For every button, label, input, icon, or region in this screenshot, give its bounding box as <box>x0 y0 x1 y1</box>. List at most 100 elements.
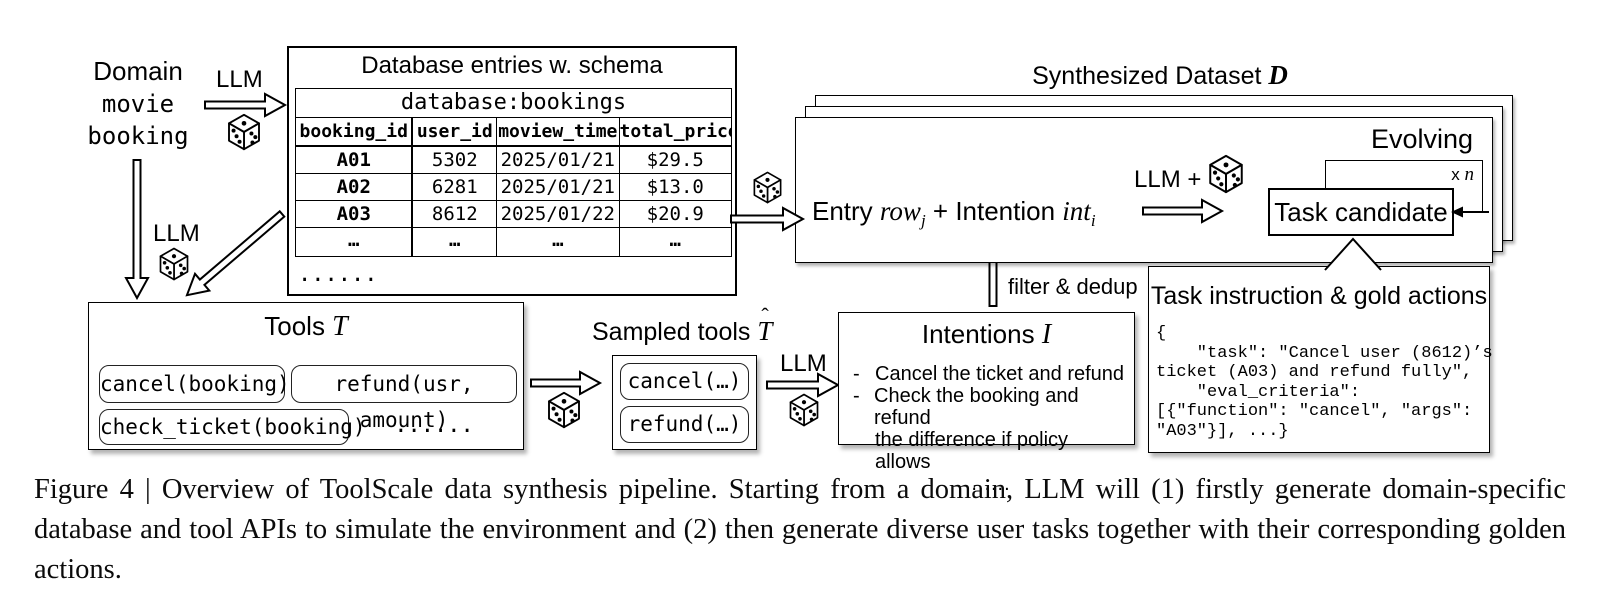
intention-item: -Check the booking and refund <box>853 385 1129 429</box>
sampled-tool-pill: cancel(…) <box>620 363 749 400</box>
tool-pill: check_ticket(booking) <box>99 409 366 445</box>
entry-label: Entry <box>812 196 880 226</box>
domain-label: Domain <box>93 56 183 86</box>
arrow-right-icon <box>530 370 603 396</box>
intentions-title-math: I <box>1041 319 1052 350</box>
code-line: [{"function": "cancel", "args": <box>1156 402 1473 422</box>
table-cell: 2025/01/21 <box>497 174 620 201</box>
tool-pill: refund(usr, amount) <box>291 365 517 432</box>
column-header: booking_id <box>296 118 414 147</box>
hat-accent: ˆ <box>761 303 769 328</box>
sampled-tools-box: cancel(…) refund(…) <box>612 355 757 450</box>
dataset-title-math: D <box>1268 60 1288 90</box>
task-instruction-title: Task instruction & gold actions <box>1150 282 1488 310</box>
table-cell: 2025/01/21 <box>497 147 620 174</box>
table-cell: A01 <box>296 147 414 174</box>
sampled-title-text: Sampled tools <box>592 318 758 346</box>
intention-text: Check the booking and refund <box>874 385 1079 429</box>
intention-label: Intention <box>955 196 1063 226</box>
dice-icon <box>789 393 819 427</box>
database-table: database:bookings booking_id user_id mov… <box>295 88 732 257</box>
table-cell: … <box>669 229 681 251</box>
table-row: A03 8612 2025/01/22 $20.9 <box>296 201 731 228</box>
code-line: { <box>1156 324 1167 343</box>
column-header: user_id <box>413 118 498 147</box>
intentions-list: -Cancel the ticket and refund -Check the… <box>853 363 1129 495</box>
row-math: row <box>879 196 921 226</box>
intention-text: the difference if policy allows <box>874 429 1069 473</box>
task-instruction-bubble <box>1148 266 1490 453</box>
entry-intention-text: Entry rowj + Intention inti <box>812 196 1096 231</box>
dice-icon <box>159 247 189 281</box>
evolving-label: Evolving <box>1371 124 1474 154</box>
code-line: "task": "Cancel user (8612)’s <box>1156 343 1493 363</box>
intention-item: -Cancel the ticket and refund <box>853 363 1129 385</box>
tools-title: Tools T <box>89 311 523 343</box>
table-header-row: booking_id user_id moview_time total_pri… <box>296 118 731 147</box>
llm-plus-label: LLM + <box>1134 166 1209 193</box>
column-header: moview_time <box>497 118 620 147</box>
task-code: { "task": "Cancel user (8612)’s ticket (… <box>1156 324 1493 442</box>
intentions-title-text: Intentions <box>921 319 1042 349</box>
table-row: A01 5302 2025/01/21 $29.5 <box>296 147 731 174</box>
intentions-title: Intentions I <box>839 319 1134 351</box>
dice-icon <box>228 113 260 151</box>
intention-text: Cancel the ticket and refund <box>875 363 1125 385</box>
dataset-title: Synthesized Dataset D <box>1010 60 1310 91</box>
table-cell: 2025/01/22 <box>497 201 620 228</box>
sampled-tool-pill: refund(…) <box>620 406 749 443</box>
arrow-right-icon <box>730 206 806 232</box>
domain-value-line2: booking <box>87 122 189 150</box>
figure-caption: Figure 4 | Overview of ToolScale data sy… <box>34 474 1566 585</box>
table-cell: $20.9 <box>619 201 731 228</box>
llm-label-left: LLM <box>153 220 200 247</box>
bullet-dash <box>853 429 875 473</box>
table-cell: $13.0 <box>619 174 731 201</box>
dataset-title-text: Synthesized Dataset <box>1032 62 1269 90</box>
column-header: total_price <box>619 118 731 147</box>
table-row: A02 6281 2025/01/21 $13.0 <box>296 174 731 201</box>
code-line: "A03"}], ...} <box>1156 421 1289 441</box>
code-line: ticket (A03) and refund fully", <box>1156 363 1473 383</box>
int-subscript: i <box>1090 211 1096 231</box>
table-cell: … <box>413 228 498 256</box>
dice-icon <box>1209 154 1243 194</box>
arrow-right-icon <box>766 372 841 398</box>
arrow-diagonal-icon <box>185 209 286 297</box>
table-cell: A02 <box>296 174 414 201</box>
tools-box: Tools T cancel(booking) refund(usr, amou… <box>88 302 524 450</box>
domain-value-line1: movie <box>101 90 175 118</box>
dice-icon <box>548 391 580 429</box>
plus-sign: + <box>925 196 956 226</box>
code-line: "eval_criteria": <box>1156 382 1361 402</box>
task-candidate-box: Task candidate <box>1268 188 1454 236</box>
tools-title-math: T <box>332 311 348 342</box>
tool-pill: cancel(booking) <box>99 365 290 403</box>
llm-label-top: LLM <box>216 66 263 93</box>
table-cell: … <box>497 228 620 256</box>
xn-label: x n <box>1451 164 1474 185</box>
int-math: int <box>1062 196 1091 226</box>
table-cell: $29.5 <box>619 147 731 174</box>
bullet-dash: - <box>853 363 860 385</box>
bullet-dash: - <box>853 385 860 407</box>
tools-title-text: Tools <box>264 311 333 341</box>
table-cell: 5302 <box>413 147 498 174</box>
table-cell: 6281 <box>413 174 498 201</box>
intention-item: the difference if policy allows <box>853 429 1129 473</box>
filter-dedup-label: filter & dedup <box>1008 274 1138 299</box>
table-row: … … … … <box>296 228 731 256</box>
domain-block: Domain movie booking <box>68 54 208 152</box>
arrow-right-icon <box>204 92 288 118</box>
loop-arrow-icon <box>1451 206 1489 218</box>
llm-label-mid: LLM <box>780 350 827 377</box>
row-subscript: j <box>920 211 926 231</box>
database-more-ellipsis: ...... <box>298 262 378 287</box>
arrow-down-icon <box>124 159 150 301</box>
database-title: Database entries w. schema <box>361 52 663 79</box>
table-cell: … <box>296 228 414 256</box>
intentions-more-ellipsis: ...... <box>971 473 1011 495</box>
table-cell: 8612 <box>413 201 498 228</box>
